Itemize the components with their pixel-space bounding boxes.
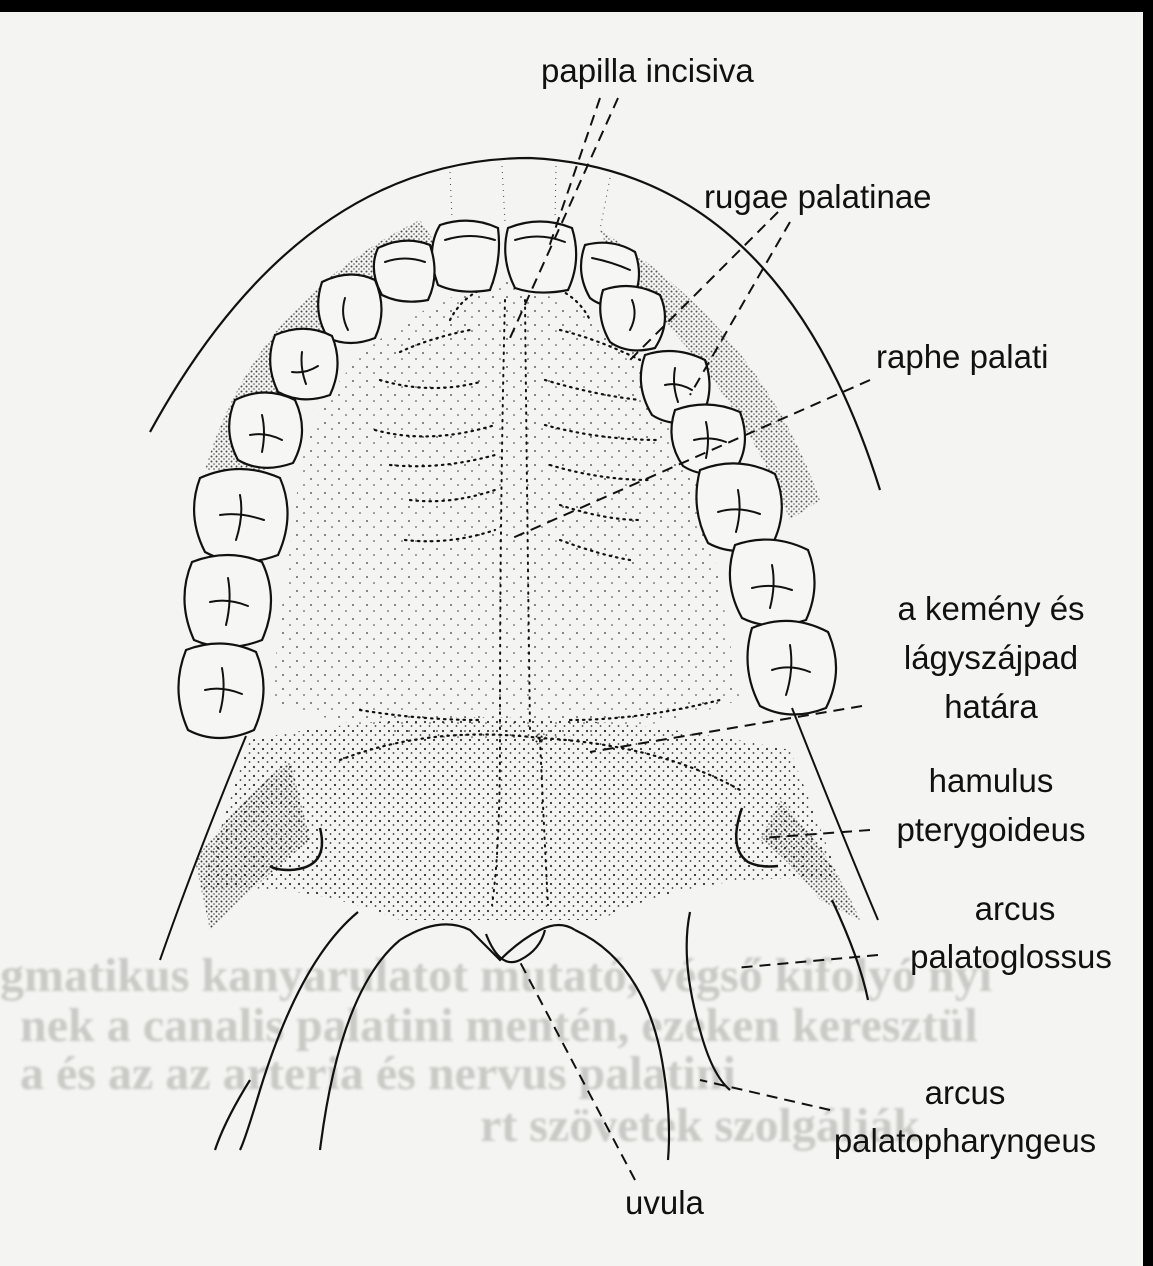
- palate-border-point: [534, 732, 546, 744]
- label-papilla-incisiva: papilla incisiva: [541, 50, 754, 91]
- label-hamulus-2: pterygoideus: [866, 809, 1116, 850]
- uvula-outline: [400, 924, 575, 960]
- tooth-left-4: [270, 329, 337, 400]
- tooth-left-1: [432, 221, 499, 292]
- label-uvula: uvula: [625, 1182, 704, 1223]
- tooth-left-2: [374, 241, 435, 302]
- arcus-palatoglossus-right: [687, 912, 730, 1090]
- tooth-left-5: [229, 393, 302, 468]
- hard-palate-stipple: [270, 280, 740, 740]
- leader-uvula: [520, 962, 635, 1180]
- label-palate-border-2: lágyszájpad: [866, 637, 1116, 678]
- label-palate-border-3: határa: [866, 686, 1116, 727]
- scan-frame-right: [1143, 0, 1153, 1266]
- label-palatoglossus-2: palatoglossus: [880, 936, 1142, 977]
- arcus-palatoglossus-left: [240, 912, 358, 1150]
- leader-palatopharyngeus: [700, 1080, 830, 1110]
- tooth-left-3: [318, 274, 381, 343]
- label-hamulus-1: hamulus: [866, 760, 1116, 801]
- faucial-arches: [215, 900, 868, 1160]
- tooth-right-1: [505, 222, 576, 293]
- label-palatopharyngeus-2: palatopharyngeus: [790, 1120, 1140, 1161]
- scan-frame-top: [0, 0, 1153, 12]
- label-raphe-palati: raphe palati: [876, 336, 1048, 377]
- label-rugae-palatinae: rugae palatinae: [704, 176, 932, 217]
- leader-papilla-incisiva-2: [548, 98, 600, 250]
- arcus-palatopharyngeus-right: [575, 930, 669, 1160]
- tooth-right-3: [600, 286, 665, 350]
- label-palatopharyngeus-1: arcus: [840, 1072, 1090, 1113]
- tooth-left-8: [178, 643, 263, 738]
- arcus-palatopharyngeus-left: [320, 940, 400, 1150]
- tooth-right-7: [730, 540, 815, 626]
- label-palatoglossus-1: arcus: [890, 888, 1140, 929]
- label-palate-border-1: a kemény és: [866, 588, 1116, 629]
